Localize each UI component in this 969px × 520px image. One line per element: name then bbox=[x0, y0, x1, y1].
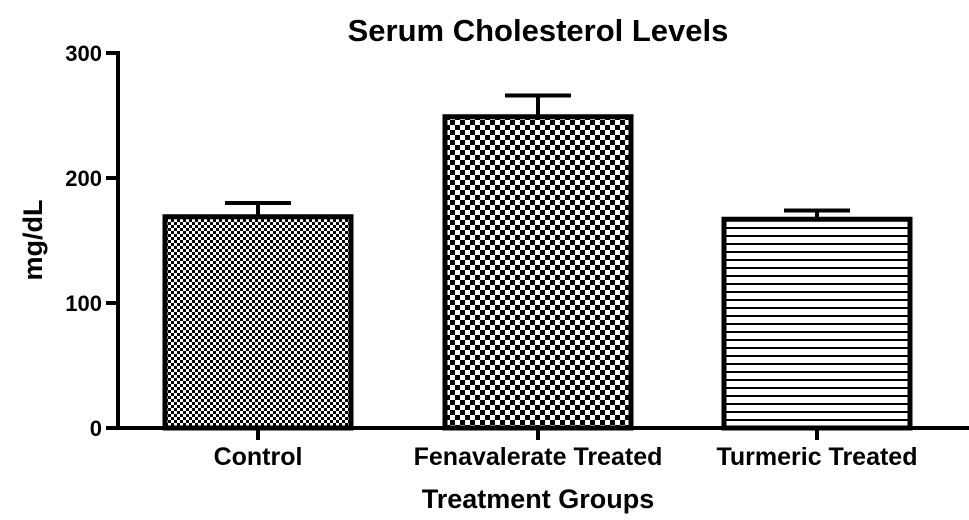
x-axis: Control Fenavalerate Treated Turmeric Trea… bbox=[116, 426, 969, 471]
y-tick-label: 0 bbox=[90, 416, 102, 441]
x-axis-title: Treatment Groups bbox=[422, 484, 655, 514]
bar-turmeric-treated bbox=[721, 216, 913, 431]
bar-fenavalerate-treated bbox=[442, 114, 634, 431]
bar-control bbox=[162, 214, 354, 431]
y-axis-title: mg/dL bbox=[18, 200, 48, 281]
bars bbox=[162, 93, 913, 431]
y-tick-label: 300 bbox=[65, 41, 102, 66]
chart-title: Serum Cholesterol Levels bbox=[348, 13, 729, 48]
x-tick-label: Turmeric Treated bbox=[716, 443, 917, 471]
y-axis: 0 100 200 300 bbox=[65, 41, 120, 441]
y-tick-label: 100 bbox=[65, 291, 102, 316]
y-tick-label: 200 bbox=[65, 166, 102, 191]
x-tick-label: Control bbox=[214, 443, 303, 471]
x-tick-label: Fenavalerate Treated bbox=[414, 443, 663, 471]
